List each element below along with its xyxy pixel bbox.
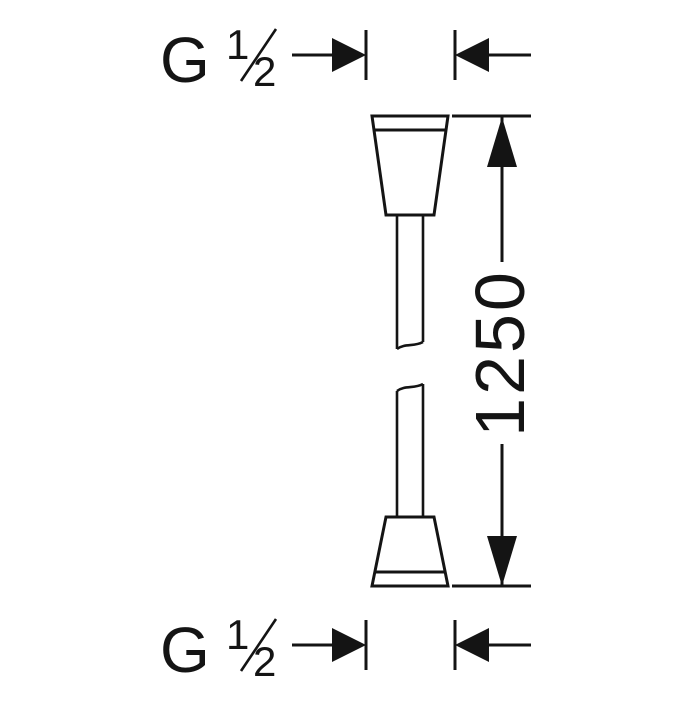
length-value: 1250 bbox=[461, 269, 539, 437]
top-thread-fraction-denominator: 2 bbox=[253, 48, 276, 95]
bottom-thread-fraction-numerator: 1 bbox=[226, 611, 249, 658]
hose-assembly bbox=[370, 114, 450, 588]
bottom-thread-fraction-slash bbox=[239, 618, 278, 672]
arrowhead-left-icon bbox=[455, 38, 489, 72]
arrowhead-right-icon bbox=[332, 628, 366, 662]
hose-lower-connector bbox=[370, 515, 450, 588]
arrowhead-up-icon bbox=[487, 117, 517, 167]
top-thread-letter: G bbox=[160, 24, 210, 96]
bottom-thread-fraction-denominator: 2 bbox=[253, 638, 276, 685]
bottom-thread-dimension: G 1 2 bbox=[160, 611, 531, 686]
arrowhead-down-icon bbox=[487, 536, 517, 586]
hose-break-line-upper bbox=[396, 340, 424, 351]
hose-upper-connector bbox=[370, 114, 450, 217]
top-thread-dimension: G 1 2 bbox=[160, 21, 531, 96]
bottom-thread-letter: G bbox=[160, 614, 210, 686]
length-dimension: 1250 bbox=[452, 114, 539, 588]
arrowhead-right-icon bbox=[332, 38, 366, 72]
hose-break-line-lower bbox=[396, 382, 424, 393]
arrowhead-left-icon bbox=[455, 628, 489, 662]
top-thread-fraction-slash bbox=[239, 28, 278, 82]
top-thread-fraction-numerator: 1 bbox=[226, 21, 249, 68]
